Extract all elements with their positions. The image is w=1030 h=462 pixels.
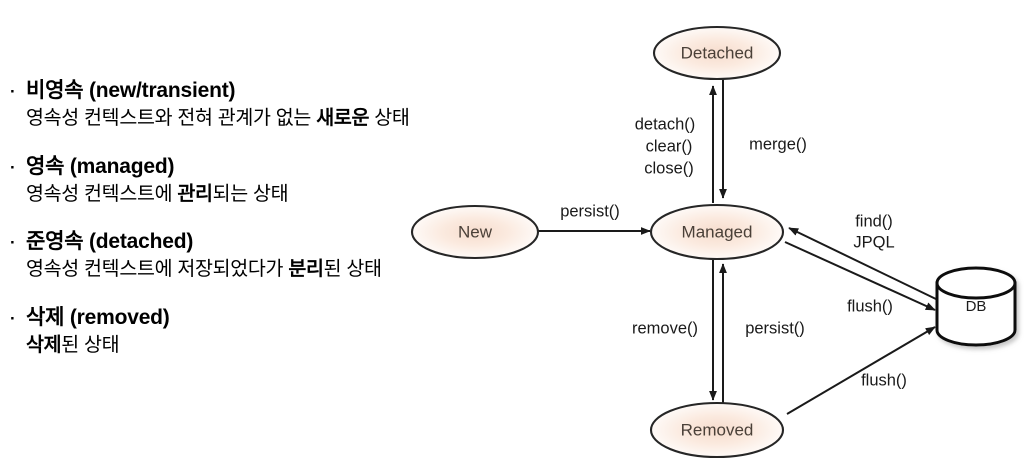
edge-label-persist-removed: persist() xyxy=(745,319,805,337)
edge-label-flush-managed: flush() xyxy=(847,297,893,315)
bullet-heading-row: · 삭제 (removed) xyxy=(10,305,420,331)
edge-label-clear: clear() xyxy=(646,137,693,155)
edge-label-flush-removed: flush() xyxy=(861,371,907,389)
bullet-subtext-emphasis: 관리 xyxy=(177,182,213,205)
edge-removed-to-db xyxy=(786,326,936,415)
node-detached[interactable]: Detached xyxy=(652,25,782,81)
bullet-subtext: 영속성 컨텍스트에 저장되었다가 분리된 상태 xyxy=(10,257,420,282)
edge-db-to-managed xyxy=(788,227,939,301)
list-item: · 영속 (managed) 영속성 컨텍스트에 관리되는 상태 xyxy=(0,154,420,208)
bullet-marker-icon: · xyxy=(10,308,16,328)
node-detached-label: Detached xyxy=(681,43,754,62)
edge-label-merge: merge() xyxy=(749,135,807,153)
bullet-subtext: 영속성 컨텍스트에 관리되는 상태 xyxy=(10,182,420,207)
bullet-heading-text: 준영속 (detached) xyxy=(26,230,194,254)
edge-label-jpql: JPQL xyxy=(853,233,894,251)
edge-label-find: find() xyxy=(855,212,893,230)
node-managed-label: Managed xyxy=(682,222,753,241)
node-removed[interactable]: Removed xyxy=(649,401,785,459)
bullet-heading-row: · 준영속 (detached) xyxy=(10,229,420,255)
bullet-heading-text: 영속 (managed) xyxy=(26,154,175,178)
edge-label-remove: remove() xyxy=(632,319,698,337)
bullet-subtext-emphasis: 분리 xyxy=(288,258,324,281)
bullet-marker-icon: · xyxy=(10,233,16,253)
state-description-list: · 비영속 (new/transient) 영속성 컨텍스트와 전혀 관계가 없… xyxy=(0,78,420,380)
edge-label-close: close() xyxy=(644,159,694,177)
bullet-heading-row: · 비영속 (new/transient) xyxy=(10,78,420,104)
bullet-heading-text: 삭제 (removed) xyxy=(26,305,170,329)
edge-label-persist-new: persist() xyxy=(560,202,620,220)
bullet-subtext-emphasis: 새로운 xyxy=(316,107,370,130)
bullet-subtext-pre: 영속성 컨텍스트에 xyxy=(26,182,178,205)
bullet-marker-icon: · xyxy=(10,82,16,101)
list-item: · 비영속 (new/transient) 영속성 컨텍스트와 전혀 관계가 없… xyxy=(0,78,420,132)
list-item: · 삭제 (removed) 삭제된 상태 xyxy=(0,305,420,359)
node-db-label: DB xyxy=(966,298,987,315)
bullet-subtext-post: 상태 xyxy=(369,107,410,130)
bullet-heading-text: 비영속 (new/transient) xyxy=(26,79,236,102)
node-new-label: New xyxy=(458,222,493,241)
node-new[interactable]: New xyxy=(410,204,540,260)
bullet-marker-icon: · xyxy=(10,157,16,177)
bullet-subtext-pre: 영속성 컨텍스트에 저장되었다가 xyxy=(26,258,289,281)
node-removed-label: Removed xyxy=(681,420,754,439)
edge-managed-to-db xyxy=(784,241,936,311)
edge-label-detach: detach() xyxy=(635,115,696,133)
bullet-subtext-post: 된 상태 xyxy=(61,334,120,357)
list-item: · 준영속 (detached) 영속성 컨텍스트에 저장되었다가 분리된 상태 xyxy=(0,229,420,283)
node-db[interactable]: DB xyxy=(935,266,1017,347)
bullet-heading-row: · 영속 (managed) xyxy=(10,154,420,180)
jpa-entity-lifecycle-diagram: Detached New Managed Removed DB detach()… xyxy=(395,0,1030,462)
bullet-subtext-pre: 영속성 컨텍스트와 전혀 관계가 없는 xyxy=(26,107,317,130)
bullet-subtext: 삭제된 상태 xyxy=(10,333,420,358)
bullet-subtext: 영속성 컨텍스트와 전혀 관계가 없는 새로운 상태 xyxy=(10,106,420,131)
bullet-subtext-post: 되는 상태 xyxy=(212,182,289,205)
node-managed[interactable]: Managed xyxy=(649,203,785,261)
bullet-subtext-emphasis: 삭제 xyxy=(26,334,62,357)
bullet-subtext-post: 된 상태 xyxy=(323,258,382,281)
